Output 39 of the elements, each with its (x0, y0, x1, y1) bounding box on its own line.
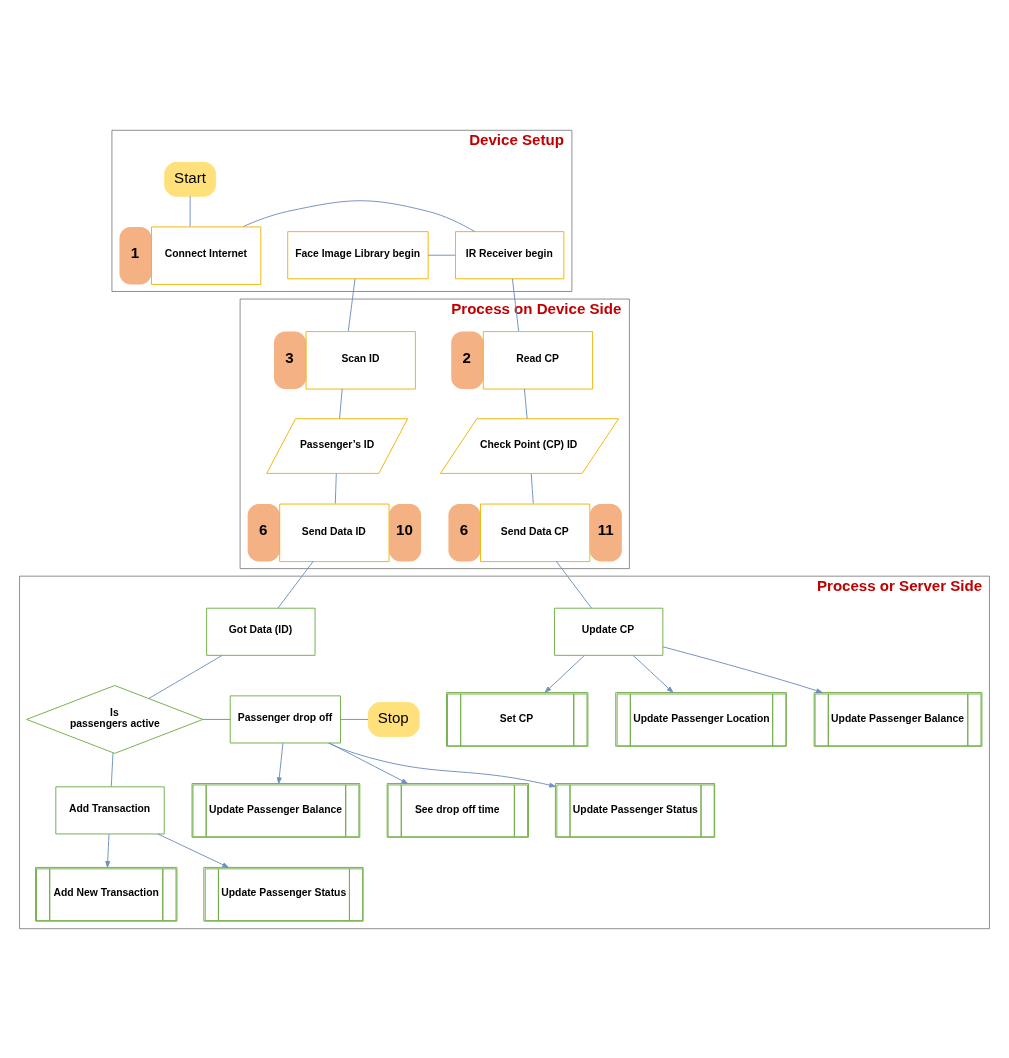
node-label: 10 (396, 520, 413, 538)
connector (340, 718, 369, 720)
node-label: 2 (462, 348, 471, 366)
arrow (105, 833, 111, 868)
connector (339, 387, 343, 419)
arrow (632, 654, 674, 693)
connector (243, 199, 476, 232)
arrow (328, 742, 556, 788)
node-box: IR Receiver begin (455, 230, 565, 279)
connector (427, 254, 456, 256)
node-box: Update CP (554, 607, 664, 656)
node-box: Start (164, 161, 217, 197)
connector (189, 195, 191, 227)
node-box: Face Image Library begin (287, 230, 429, 279)
node-diamond: Is passengers active (26, 684, 204, 754)
arrow (328, 742, 408, 784)
node-label: 11 (597, 520, 614, 538)
arrow (157, 833, 229, 868)
node-box: Got Data (ID) (206, 607, 316, 656)
connector (334, 472, 337, 504)
node-label: 6 (258, 520, 268, 538)
connector (555, 560, 592, 609)
connector (148, 654, 223, 699)
connector (530, 472, 534, 504)
connector (524, 387, 528, 419)
connector (202, 718, 231, 720)
node-label: 6 (459, 520, 469, 538)
arrow (662, 645, 823, 693)
arrow (544, 654, 585, 693)
connector (110, 751, 114, 787)
node-box: Stop (367, 701, 420, 737)
connector (277, 560, 314, 609)
node-box: Passenger drop off (229, 694, 341, 743)
node-label: 1 (130, 243, 140, 261)
node-box: Add Transaction (55, 785, 165, 834)
node-label: 3 (285, 348, 294, 366)
connector (511, 277, 520, 331)
arrow (276, 742, 284, 784)
connector (347, 277, 356, 331)
